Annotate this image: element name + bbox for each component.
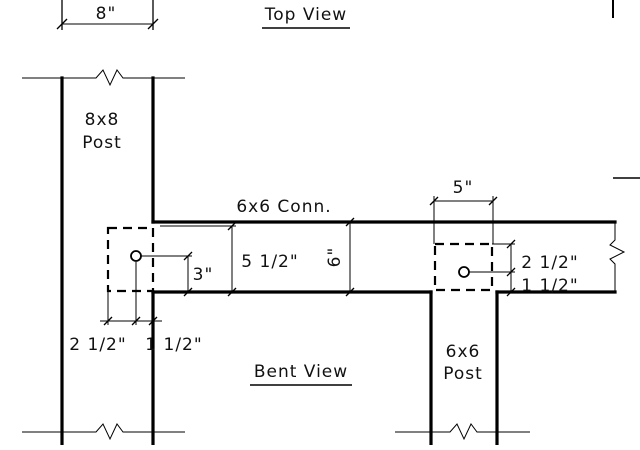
post-8x8-label-line2: Post [82,133,122,153]
left-dim-a: 2 1/2" [69,335,126,355]
right-hidden-plate [433,242,494,292]
left-bottom-dims: 2 1/2" 1 1/2" [69,262,202,355]
right-connection: 5" 2 1/2" 1 1/2" [429,178,578,297]
plate-width-tick-right [488,196,498,206]
left-bolt-hole [130,250,142,262]
plate-width-tick-left [429,196,439,206]
left-bolt-dim-tick-bottom [183,287,193,297]
post-6x6-break-bottom [395,423,530,441]
plate-width-dim: 5" [453,178,474,198]
top-view-dim-tick-left [56,18,68,30]
inner-depth-tick-bottom [227,287,237,297]
post-6x6: 6x6 Post [395,290,530,447]
connector-depth-dims: 5 1/2" 6" [160,217,355,297]
post-6x6-label-line2: Post [443,364,483,384]
full-depth-tick-top [345,217,355,227]
full-depth-dim: 6" [325,247,345,268]
right-bolt-hole [458,266,470,278]
left-connection: 3" [106,226,214,297]
top-view-label: Top View [264,5,347,25]
top-view: 8" Top View [56,0,614,30]
full-depth-tick-bottom [345,287,355,297]
left-dim-tick-b [131,316,141,326]
left-bolt-height-dim: 3" [193,265,214,285]
bent-view: Bent View [250,362,352,386]
left-dim-b: 1 1/2" [145,335,202,355]
connector-beam: 6x6 Conn. [151,197,626,294]
post-8x8-break-bottom [22,423,185,441]
right-dim-tick-top [506,239,516,249]
right-dim-top: 2 1/2" [521,253,578,273]
left-hidden-plate [106,226,155,293]
top-view-width-dim: 8" [96,4,117,24]
connector-label: 6x6 Conn. [236,197,331,217]
post-6x6-label-line1: 6x6 [446,342,481,362]
left-dim-tick-a [103,316,113,326]
bent-view-label: Bent View [254,362,348,382]
top-view-dim-tick-right [147,18,159,30]
post-8x8-label-line1: 8x8 [85,110,120,130]
post-8x8-break-top [22,69,185,87]
right-dim-tick-bottom [506,287,516,297]
right-dim-bottom: 1 1/2" [521,276,578,296]
connector-break-right [609,222,626,292]
left-bolt-dim-tick-top [183,251,193,261]
left-dim-tick-c [148,316,158,326]
post-8x8: 8x8 Post [22,69,185,447]
inner-depth-dim: 5 1/2" [241,252,298,272]
right-dim-tick-mid [506,267,516,277]
